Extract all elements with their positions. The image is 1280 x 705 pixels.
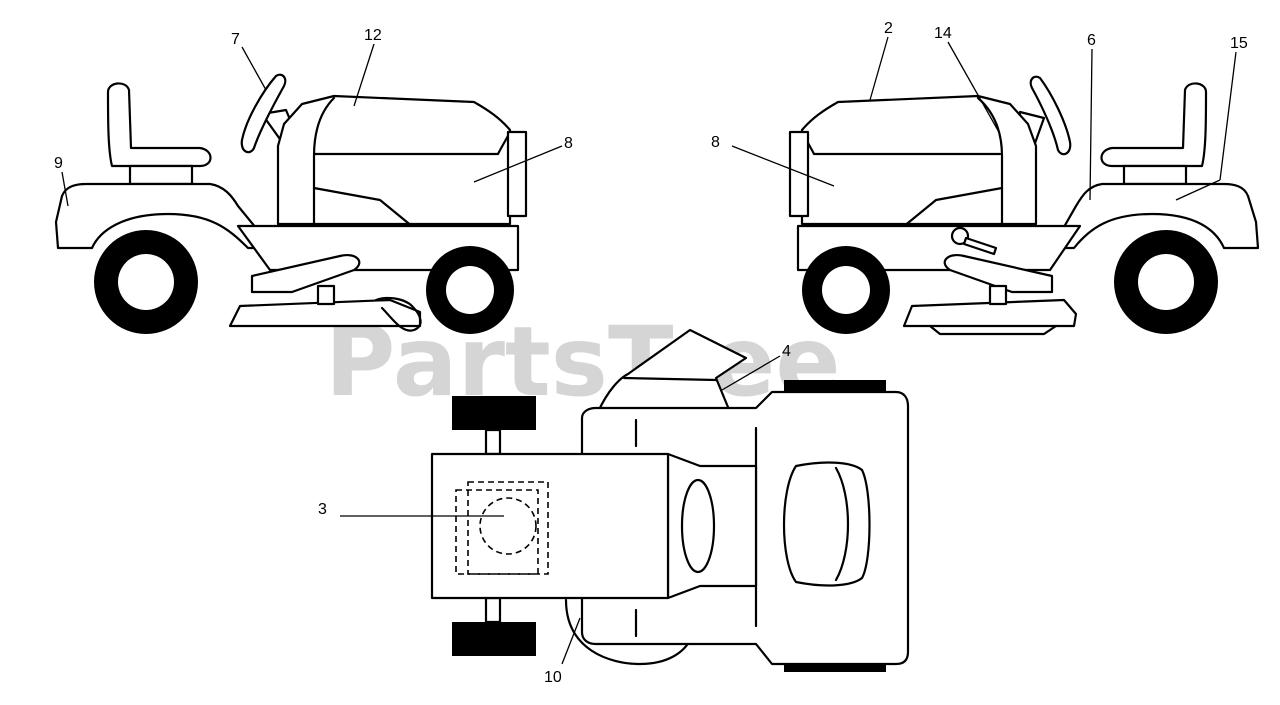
top-front-right-wheel — [452, 622, 536, 656]
right-side-view — [788, 75, 1260, 336]
right-grille — [788, 130, 810, 218]
top-view — [430, 328, 910, 672]
left-hood-edge — [312, 96, 336, 226]
callout-9: 9 — [54, 155, 63, 172]
top-front-left-wheel — [452, 396, 536, 430]
callout-3: 3 — [318, 501, 327, 518]
right-steering-wheel — [1029, 75, 1072, 156]
callout-10: 10 — [544, 669, 562, 686]
leader-15-a — [1219, 51, 1237, 181]
left-steering-wheel — [240, 73, 287, 154]
left-seat — [106, 82, 212, 168]
top-steering-wheel — [680, 478, 716, 574]
callout-12: 12 — [364, 27, 382, 44]
leader-8-right — [731, 145, 835, 187]
leader-14 — [947, 41, 1001, 135]
right-front-hub — [822, 266, 870, 314]
right-deck-guard — [928, 324, 1058, 336]
leader-4 — [721, 355, 781, 391]
callout-15: 15 — [1230, 35, 1248, 52]
callout-2: 2 — [884, 20, 893, 37]
left-side-view — [54, 73, 528, 334]
leader-lines — [61, 36, 1237, 665]
callout-6: 6 — [1087, 32, 1096, 49]
top-decal-outline — [467, 481, 549, 575]
left-deck-chute — [374, 296, 422, 332]
left-rear-hub — [118, 254, 174, 310]
left-grille — [506, 130, 528, 218]
leader-15-b — [1175, 179, 1221, 201]
right-seat-base — [1122, 164, 1188, 186]
left-front-hub — [446, 266, 494, 314]
top-front-spindle-lower — [484, 596, 502, 624]
leader-7 — [241, 46, 267, 91]
right-ignition-lever — [962, 236, 998, 256]
left-rear-fender — [54, 182, 277, 250]
leader-12 — [353, 43, 375, 107]
callout-7: 7 — [231, 31, 240, 48]
callout-14: 14 — [934, 25, 952, 42]
leader-8-left — [473, 145, 563, 183]
right-deck-hanger — [988, 284, 1008, 306]
right-rear-hub — [1138, 254, 1194, 310]
right-seat — [1100, 82, 1208, 168]
callout-4: 4 — [782, 343, 791, 360]
right-mower-deck — [902, 298, 1078, 328]
left-footrest — [250, 254, 361, 294]
left-seat-base — [128, 164, 194, 186]
top-decal-circle — [479, 497, 537, 555]
leader-2 — [869, 36, 889, 101]
left-hood — [276, 94, 512, 226]
leader-10 — [561, 617, 581, 665]
top-seat-back — [834, 466, 850, 582]
callout-8-right: 8 — [711, 134, 720, 151]
top-decal-outline-back — [455, 489, 539, 575]
right-ignition-knob — [950, 226, 970, 246]
left-deck-hanger — [316, 284, 336, 306]
callout-labels: 7 12 9 8 2 14 6 15 8 4 3 10 — [54, 20, 1248, 686]
right-footrest — [943, 254, 1054, 294]
leader-6 — [1089, 48, 1093, 201]
top-deck-arc — [564, 598, 692, 666]
right-rear-fender — [1050, 182, 1260, 250]
top-chute-mouth — [622, 376, 718, 382]
top-front-spindle-upper — [484, 428, 502, 456]
top-seat — [782, 461, 871, 587]
leader-9 — [61, 171, 69, 207]
top-discharge-chute — [596, 328, 748, 414]
callout-8-left: 8 — [564, 135, 573, 152]
left-mower-deck — [228, 298, 422, 328]
